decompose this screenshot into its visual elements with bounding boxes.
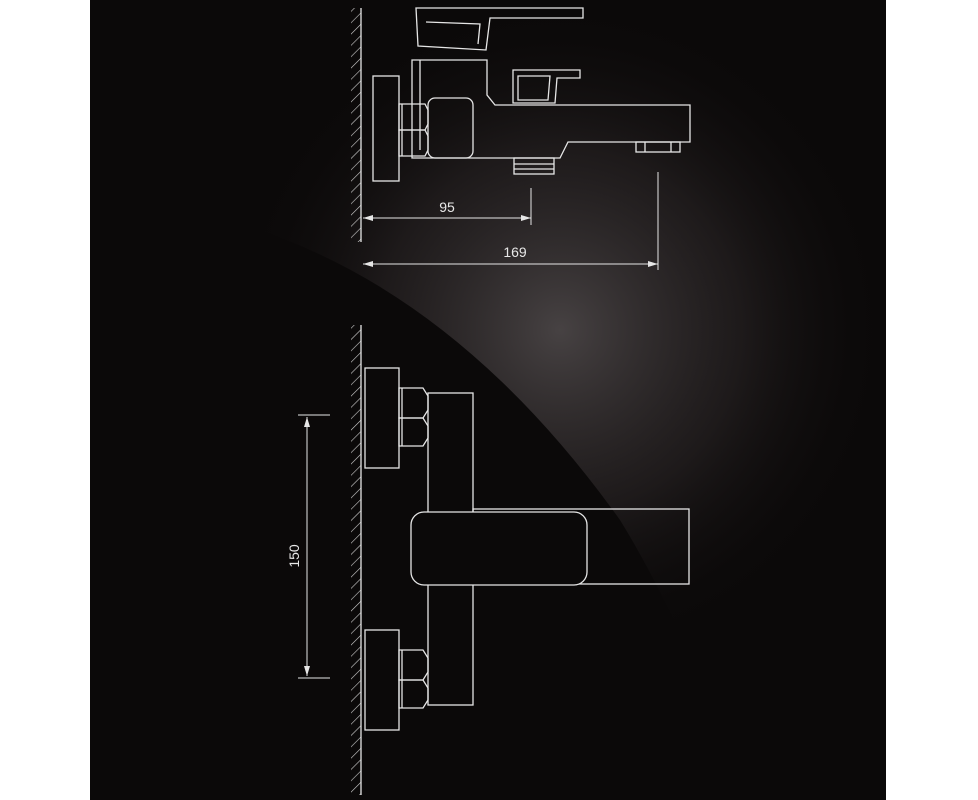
dimension-label-95: 95 <box>439 199 455 215</box>
dimension-label-150: 150 <box>286 544 302 568</box>
aerator-side <box>635 141 681 153</box>
dimension-150 <box>298 414 330 679</box>
drawing-panel: 95 169 150 <box>90 0 886 800</box>
side-view <box>351 7 691 242</box>
spout-body-side <box>411 59 691 159</box>
wall-side <box>351 8 362 242</box>
diverter-knob-side <box>512 69 581 104</box>
front-view <box>351 325 690 795</box>
dimension-95 <box>363 188 532 225</box>
dimension-label-169: 169 <box>503 244 527 260</box>
dimension-169 <box>363 172 659 270</box>
lever-handle-side <box>415 7 584 51</box>
lever-handle-front <box>410 511 588 586</box>
technical-drawing: 95 169 150 <box>90 0 886 800</box>
hose-connector-side <box>513 157 555 175</box>
wall-front <box>351 325 362 795</box>
